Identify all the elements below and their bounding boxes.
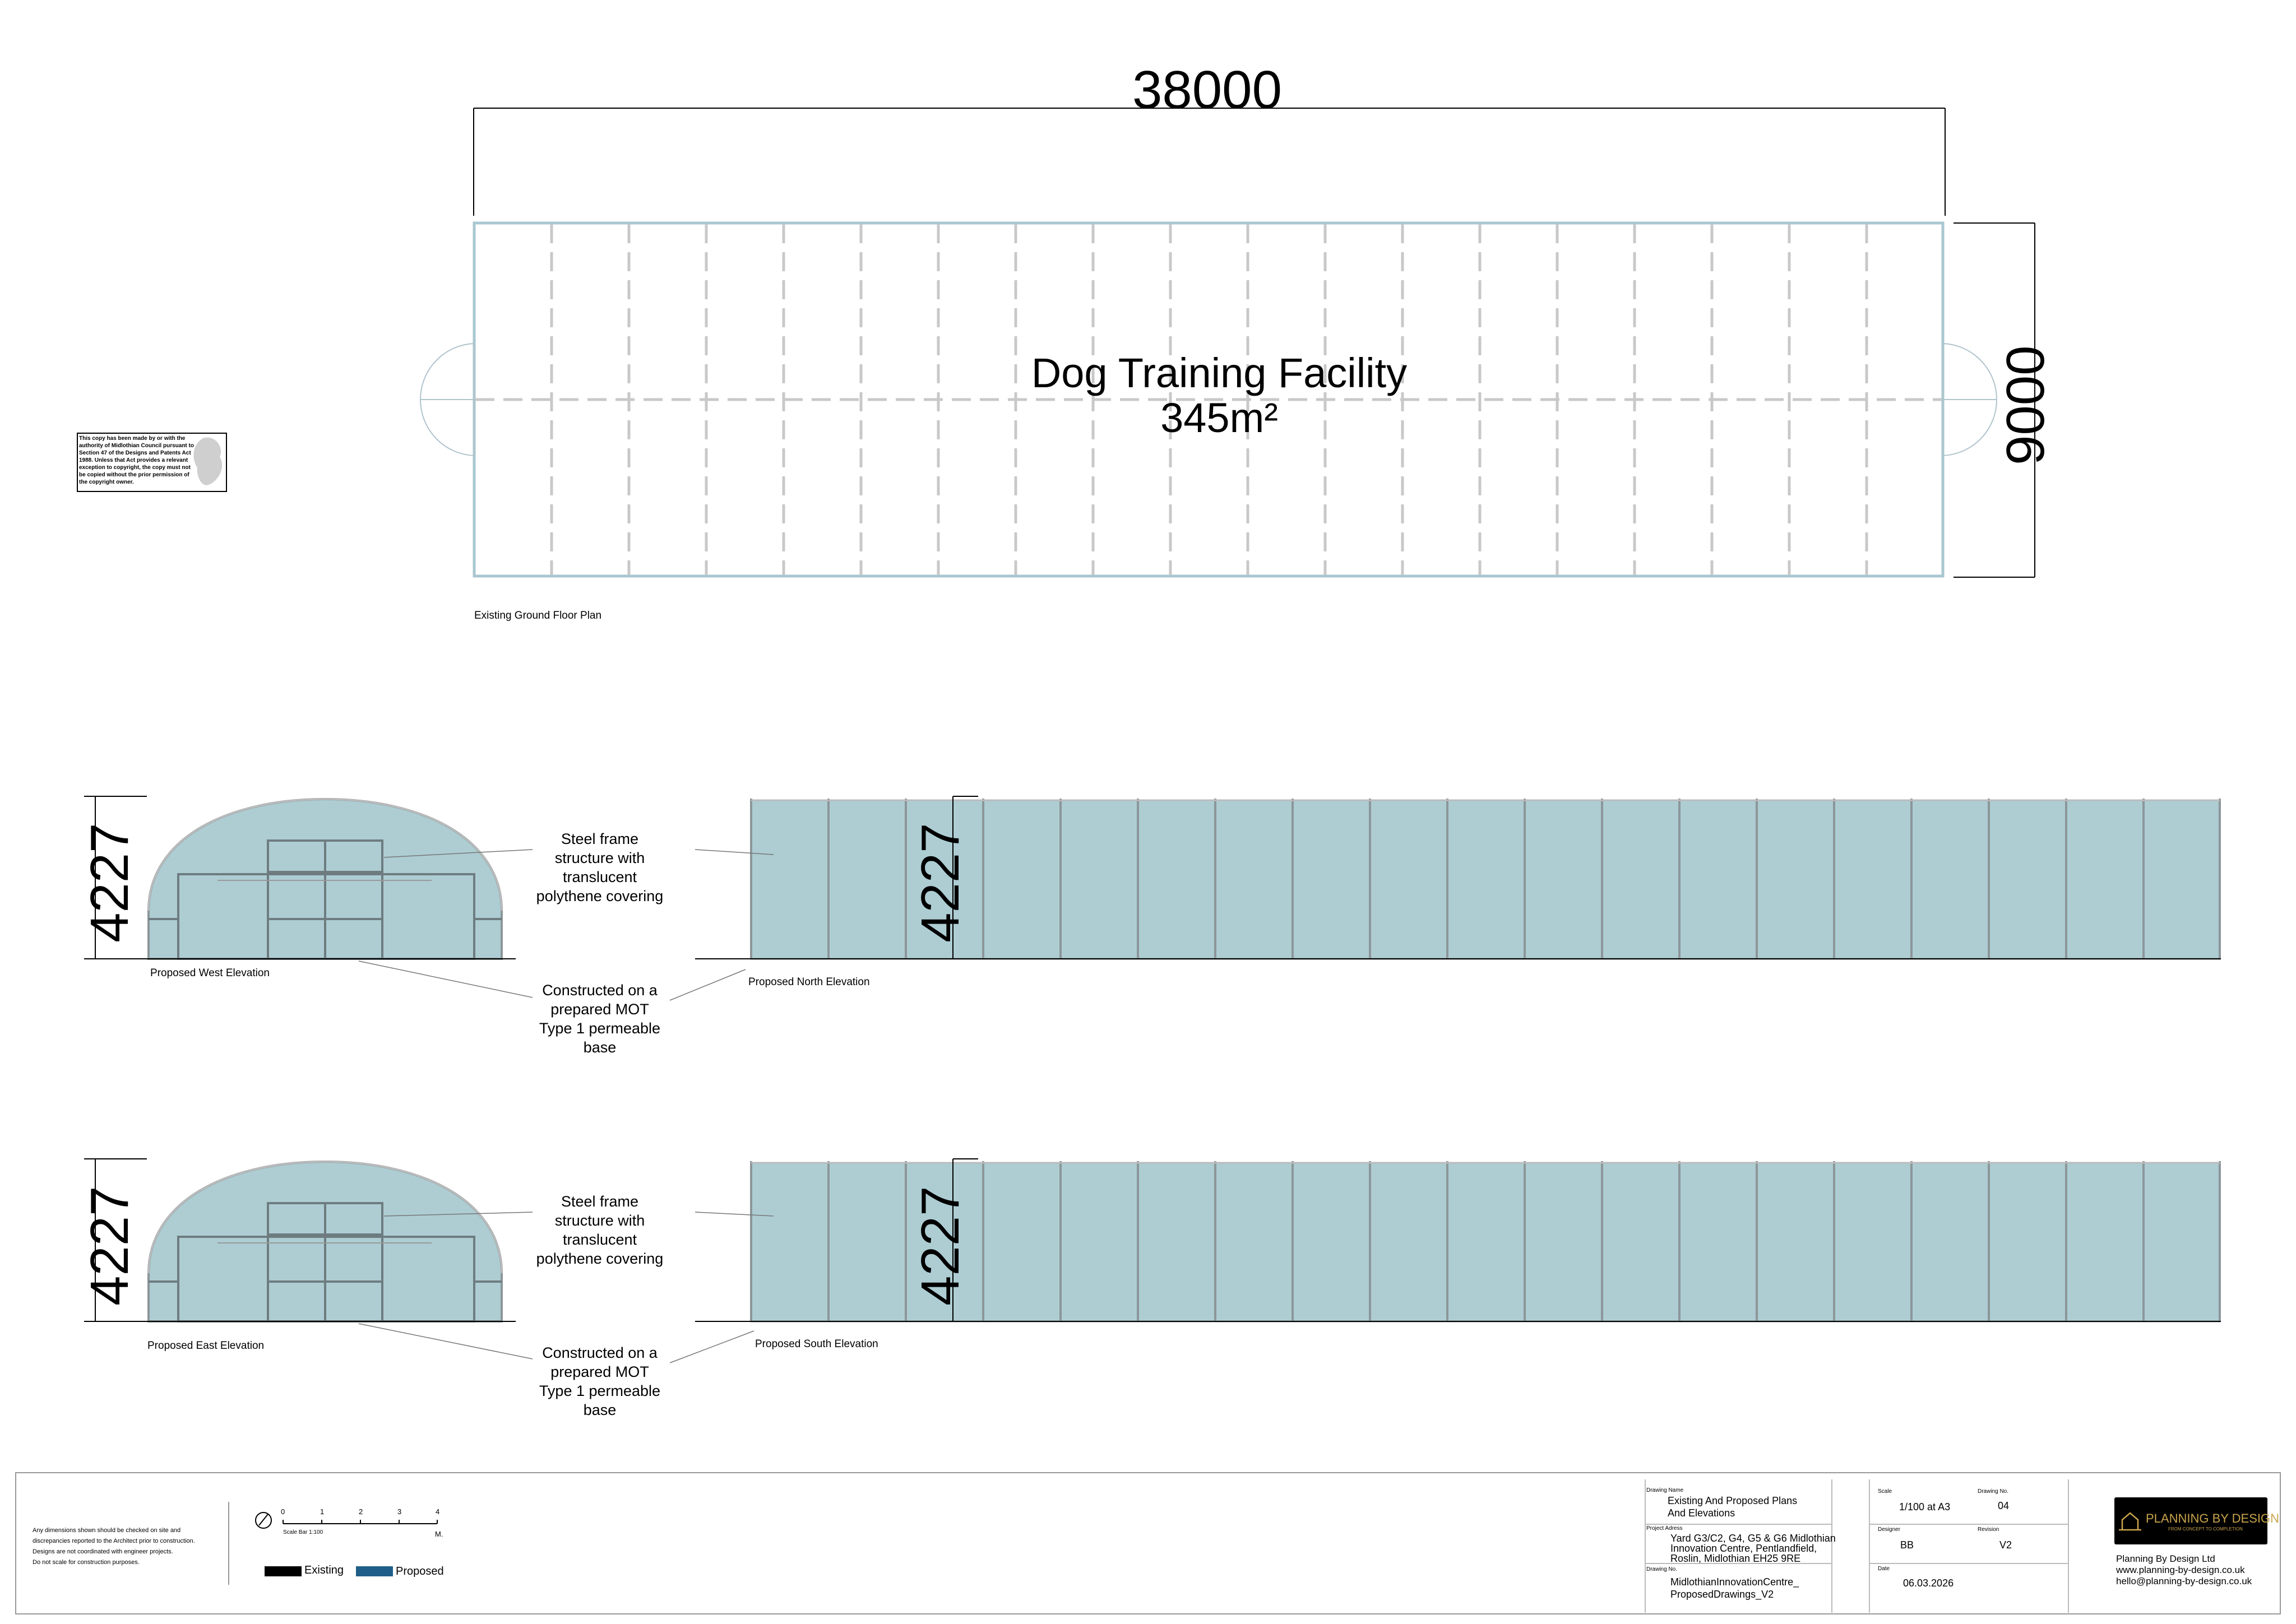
east-door-swing bbox=[1942, 343, 1998, 456]
drawing-no-label: Drawing No. bbox=[1646, 1566, 1678, 1572]
scale-label: Scale bbox=[1878, 1488, 1892, 1495]
date-label: Date bbox=[1878, 1566, 1890, 1572]
legend-existing-label: Existing bbox=[304, 1564, 344, 1576]
floor-plan bbox=[419, 221, 1998, 578]
title-block-frame bbox=[15, 1472, 2281, 1614]
plan-length-dimension: 38000 bbox=[1132, 60, 1282, 120]
plan-room-area: 345m² bbox=[1160, 395, 1278, 441]
scale-bar bbox=[283, 1520, 438, 1524]
drawing-no-line-2: ProposedDrawings_V2 bbox=[1670, 1589, 1774, 1600]
scale-tick-3: 3 bbox=[397, 1507, 402, 1516]
scale-unit: M. bbox=[435, 1530, 443, 1538]
drawing-name-label: Drawing Name bbox=[1646, 1487, 1684, 1493]
east-elevation bbox=[84, 1158, 516, 1323]
plan-width-dimension-line bbox=[1954, 222, 2035, 578]
plan-width-dimension: 9000 bbox=[1996, 345, 2056, 465]
designer-label: Designer bbox=[1878, 1526, 1901, 1533]
north-arrow-icon bbox=[255, 1512, 272, 1529]
date-value: 06.03.2026 bbox=[1903, 1577, 1954, 1589]
project-address-line-1: Yard G3/C2, G4, G5 & G6 Midlothian bbox=[1670, 1533, 1836, 1544]
revision-label: Revision bbox=[1978, 1526, 1999, 1533]
company-logo bbox=[2114, 1497, 2267, 1544]
scale-tick-1: 1 bbox=[320, 1507, 325, 1516]
logo-text: PLANNING BY DESIGN bbox=[2146, 1511, 2279, 1525]
scale-tick-4: 4 bbox=[436, 1507, 440, 1516]
north-elevation-height: 4227 bbox=[910, 823, 970, 943]
frame-annotation-lower: Steel frame structure with translucent p… bbox=[536, 1193, 664, 1267]
plan-room-name: Dog Training Facility bbox=[1031, 350, 1408, 396]
copyright-notice: This copy has been made by or with the a… bbox=[79, 435, 194, 485]
house-logo-icon bbox=[2119, 1512, 2141, 1531]
scale-value: 1/100 at A3 bbox=[1899, 1501, 1951, 1512]
drawing-name-line-2: And Elevations bbox=[1668, 1507, 1735, 1519]
west-elevation-caption: Proposed West Elevation bbox=[150, 967, 270, 979]
revision-value: V2 bbox=[1999, 1539, 2012, 1551]
west-elevation-height: 4227 bbox=[80, 823, 140, 943]
scale-tick-0: 0 bbox=[281, 1507, 285, 1516]
south-elevation-height: 4227 bbox=[910, 1186, 970, 1306]
designer-value: BB bbox=[1900, 1539, 1914, 1551]
scale-bar-label: Scale Bar 1:100 bbox=[283, 1529, 323, 1535]
base-annotation-upper: Constructed on a prepared MOT Type 1 per… bbox=[539, 982, 661, 1056]
project-address-line-2: Innovation Centre, Pentlandfield, bbox=[1670, 1543, 1817, 1554]
north-elevation bbox=[695, 796, 2221, 960]
sheet-no-label: Drawing No. bbox=[1978, 1488, 2009, 1495]
plan-length-dimension-line bbox=[473, 108, 1946, 216]
logo-tagline: FROM CONCEPT TO COMPLETION bbox=[2168, 1526, 2243, 1532]
general-notes: Any dimensions shown should be checked o… bbox=[33, 1527, 195, 1566]
drawing-no-line-1: MidlothianInnovationCentre_ bbox=[1670, 1576, 1799, 1588]
company-email: hello@planning-by-design.co.uk bbox=[2116, 1576, 2252, 1586]
legend-proposed-label: Proposed bbox=[396, 1565, 444, 1577]
project-address-label: Project Adress bbox=[1646, 1525, 1683, 1532]
plan-caption: Existing Ground Floor Plan bbox=[474, 610, 602, 621]
base-annotation-lower: Constructed on a prepared MOT Type 1 per… bbox=[539, 1344, 661, 1418]
west-door-swing bbox=[419, 343, 475, 456]
legend-proposed-swatch bbox=[356, 1566, 393, 1576]
north-elevation-caption: Proposed North Elevation bbox=[748, 976, 870, 988]
legend-existing-swatch bbox=[265, 1566, 302, 1576]
annotation-leaders bbox=[358, 849, 774, 1363]
company-name: Planning By Design Ltd bbox=[2116, 1553, 2215, 1564]
south-elevation bbox=[695, 1158, 2221, 1323]
south-elevation-caption: Proposed South Elevation bbox=[755, 1338, 878, 1350]
east-elevation-caption: Proposed East Elevation bbox=[147, 1340, 265, 1352]
west-elevation bbox=[84, 796, 516, 960]
company-website: www.planning-by-design.co.uk bbox=[2116, 1565, 2245, 1575]
leaf-emblem-icon bbox=[193, 437, 223, 485]
east-elevation-height: 4227 bbox=[80, 1186, 140, 1306]
frame-annotation-upper: Steel frame structure with translucent p… bbox=[536, 830, 664, 904]
scale-tick-2: 2 bbox=[359, 1507, 363, 1516]
sheet-no-value: 04 bbox=[1998, 1500, 2010, 1511]
plan-gridlines bbox=[475, 224, 1942, 575]
project-address-line-3: Roslin, Midlothian EH25 9RE bbox=[1670, 1553, 1801, 1564]
drawing-name-line-1: Existing And Proposed Plans bbox=[1668, 1495, 1798, 1506]
